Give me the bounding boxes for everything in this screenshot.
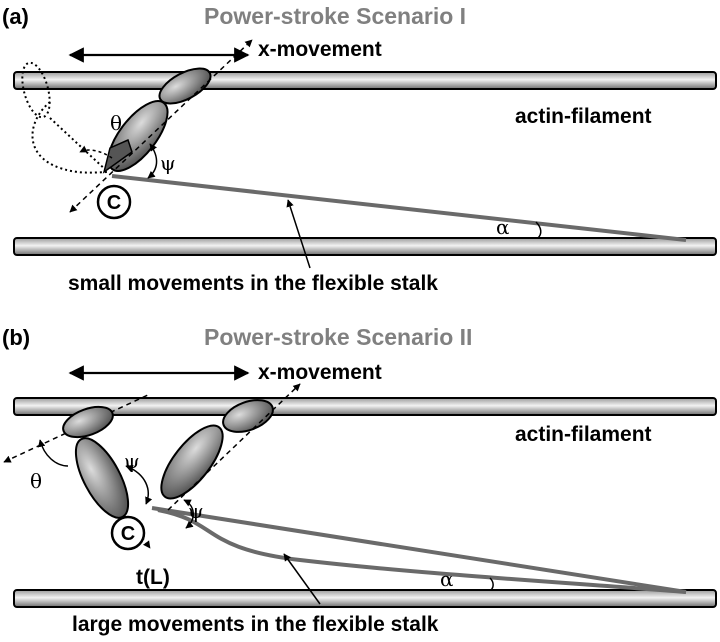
left-motor-domain xyxy=(62,405,114,439)
x-movement-label-b: x-movement xyxy=(258,361,382,384)
panel-a-label: (a) xyxy=(2,4,29,29)
panel-a-caption: small movements in the flexible stalk xyxy=(68,272,438,295)
right-lever-arm xyxy=(160,424,224,500)
theta-label: θ xyxy=(110,111,122,135)
dotted-previous-head xyxy=(21,61,51,119)
flexible-stalk xyxy=(111,174,687,242)
left-lever-arm xyxy=(74,437,130,519)
psi-arc xyxy=(147,143,158,179)
theta-arc-b xyxy=(38,439,69,467)
theta-arc xyxy=(79,145,113,159)
alpha-label-b: α xyxy=(440,567,454,591)
actin-filament-top-b xyxy=(13,397,717,416)
c-marker-label-b: C xyxy=(121,523,135,545)
stalk-pointer-arrow xyxy=(286,199,311,269)
panel-a-title: Power-stroke Scenario I xyxy=(204,3,466,29)
stalk-pointer-arrow-b xyxy=(283,553,321,605)
theta-label-b: θ xyxy=(30,469,42,493)
right-head-axis-dashed xyxy=(167,383,301,511)
psi-label-left: ψ xyxy=(124,449,140,473)
flexible-stalk-straight xyxy=(151,506,687,594)
dotted-previous-lever xyxy=(31,101,109,174)
actin-filament-top xyxy=(13,71,717,90)
flexible-stalk-curved xyxy=(157,508,687,594)
psi-arc-left xyxy=(125,465,153,505)
psi-label-right: ψ xyxy=(188,499,204,523)
c-marker-label: C xyxy=(107,192,121,214)
c-marker-circle xyxy=(96,184,132,220)
panel-b: (b) Power-stroke Scenario II x-movement … xyxy=(2,324,717,636)
panel-b-title: Power-stroke Scenario II xyxy=(204,324,472,350)
psi-label: ψ xyxy=(160,151,176,175)
bottom-filament-b xyxy=(13,589,717,608)
alpha-label: α xyxy=(496,215,510,239)
head-axis-dashed xyxy=(69,39,253,213)
alpha-arc-b xyxy=(489,577,494,591)
panel-b-label: (b) xyxy=(2,325,30,350)
psi-arc-right xyxy=(183,499,194,529)
x-movement-label: x-movement xyxy=(258,38,382,61)
tl-label: t(L) xyxy=(136,566,170,589)
dotted-previous-axis xyxy=(49,117,109,173)
panel-b-caption: large movements in the flexible stalk xyxy=(72,613,439,636)
alpha-arc xyxy=(535,221,542,239)
actin-filament-label: actin-filament xyxy=(515,105,652,128)
bottom-filament xyxy=(13,237,717,256)
panel-a: (a) Power-stroke Scenario I x-movement a… xyxy=(2,3,717,295)
actin-filament-label-b: actin-filament xyxy=(515,423,652,446)
c-marker-circle-b xyxy=(110,515,146,551)
